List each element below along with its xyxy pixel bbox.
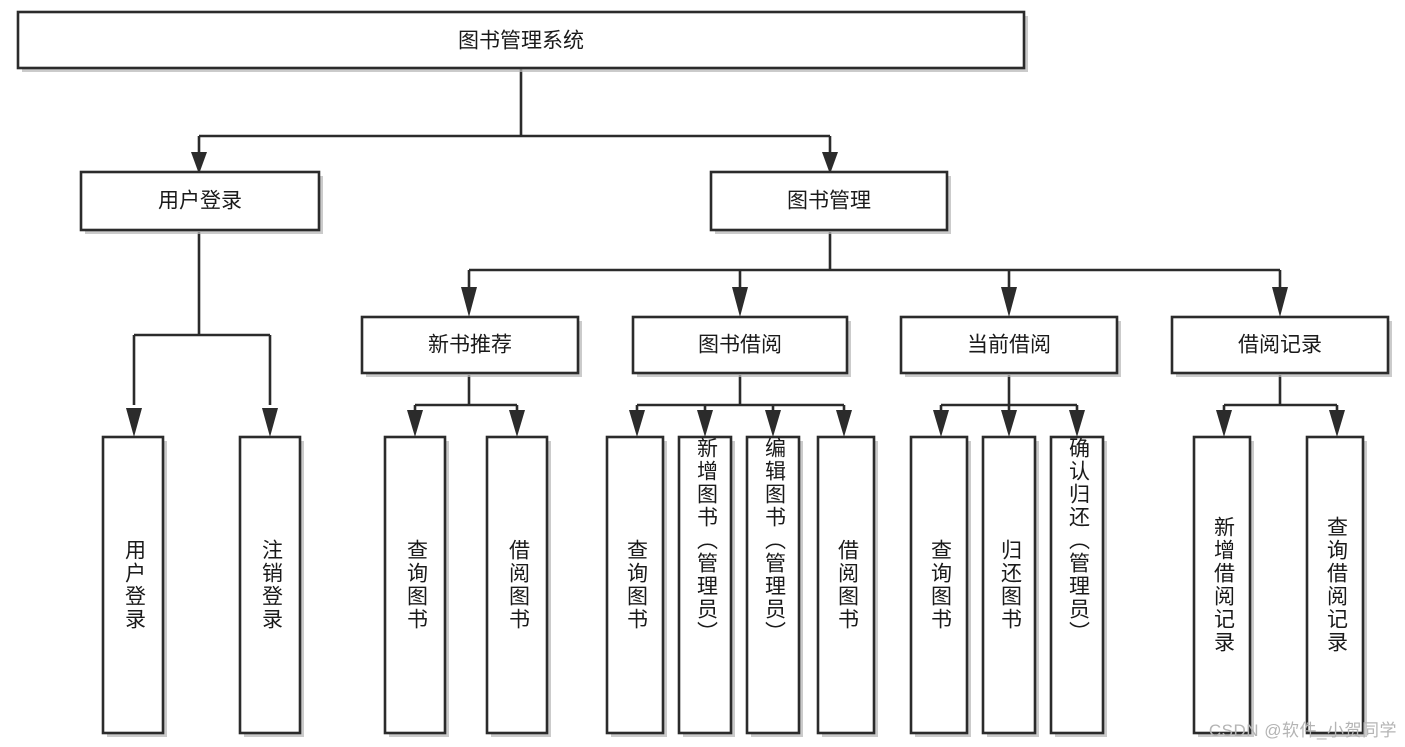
- node-user-login-box: [79, 170, 321, 232]
- node-borrow-record-label: 借阅记录: [1238, 334, 1322, 357]
- arrow-to-leaf-add-record: [1216, 410, 1232, 437]
- arrow-to-leaf-edit-book: [765, 410, 781, 437]
- node-leaf-add-record-box: [1192, 435, 1252, 735]
- node-root-box: [16, 10, 1026, 70]
- arrow-to-book-manage: [822, 152, 838, 174]
- arrow-to-leaf-query-record: [1329, 410, 1345, 437]
- node-leaf-confirm-return[interactable]: [1049, 435, 1107, 737]
- leaf-node-group: [101, 435, 1367, 737]
- arrow-to-leaf-borrow-book-1: [509, 410, 525, 437]
- arrow-to-user-login: [191, 152, 207, 174]
- node-book-borrow-label: 图书借阅: [698, 334, 782, 357]
- arrow-to-leaf-add-book: [697, 410, 713, 437]
- node-leaf-query-record[interactable]: [1305, 435, 1367, 737]
- node-book-borrow-box: [631, 315, 849, 375]
- node-leaf-return-book-box: [981, 435, 1037, 735]
- node-user-login-label: 用户登录: [158, 190, 242, 213]
- node-book-manage-box: [709, 170, 949, 232]
- node-borrow-record-box: [1170, 315, 1390, 375]
- arrow-to-book-borrow: [732, 287, 748, 317]
- node-leaf-add-book[interactable]: [677, 435, 735, 737]
- node-book-manage-label: 图书管理: [787, 190, 871, 213]
- arrow-to-leaf-query-book-1: [407, 410, 423, 437]
- node-leaf-query-record-box: [1305, 435, 1365, 735]
- node-leaf-edit-book-box: [745, 435, 801, 735]
- node-book-manage[interactable]: 图书管理: [709, 170, 951, 234]
- node-leaf-borrow-book-1-box: [485, 435, 549, 735]
- node-root[interactable]: 图书管理系统: [16, 10, 1028, 72]
- node-leaf-borrow-book-2-box: [816, 435, 876, 735]
- node-leaf-borrow-book-2[interactable]: [816, 435, 878, 737]
- arrow-to-leaf-borrow-book-2: [836, 410, 852, 437]
- arrow-to-leaf-confirm-return: [1069, 410, 1085, 437]
- node-leaf-query-book-2-box: [605, 435, 665, 735]
- node-leaf-add-book-box: [677, 435, 733, 735]
- arrow-to-leaf-user-login: [126, 408, 142, 437]
- node-root-label: 图书管理系统: [458, 30, 584, 53]
- node-leaf-return-book[interactable]: [981, 435, 1039, 737]
- node-leaf-query-book-1[interactable]: [383, 435, 449, 737]
- node-new-book-recommend[interactable]: 新书推荐: [360, 315, 582, 377]
- node-leaf-edit-book[interactable]: [745, 435, 803, 737]
- node-borrow-record[interactable]: 借阅记录: [1170, 315, 1392, 377]
- node-leaf-query-book-3-box: [909, 435, 969, 735]
- node-new-book-recommend-label: 新书推荐: [428, 334, 512, 357]
- connector-group: [126, 68, 1345, 437]
- arrow-to-current-borrow: [1001, 287, 1017, 317]
- node-current-borrow[interactable]: 当前借阅: [899, 315, 1121, 377]
- node-leaf-logout-login-box: [238, 435, 302, 735]
- node-leaf-logout-login[interactable]: [238, 435, 304, 737]
- node-book-borrow[interactable]: 图书借阅: [631, 315, 851, 377]
- node-user-login[interactable]: 用户登录: [79, 170, 323, 234]
- arrow-to-leaf-return-book: [1001, 410, 1017, 437]
- node-leaf-query-book-2[interactable]: [605, 435, 667, 737]
- node-leaf-user-login[interactable]: [101, 435, 167, 737]
- arrow-to-borrow-record: [1272, 287, 1288, 317]
- arrow-to-leaf-query-book-2: [629, 410, 645, 437]
- arrow-to-new-book-recommend: [461, 287, 477, 317]
- node-leaf-borrow-book-1[interactable]: [485, 435, 551, 737]
- arrow-to-leaf-logout-login: [262, 408, 278, 437]
- node-new-book-recommend-box: [360, 315, 580, 375]
- node-leaf-add-record[interactable]: [1192, 435, 1254, 737]
- node-current-borrow-box: [899, 315, 1119, 375]
- arrow-to-leaf-query-book-3: [933, 410, 949, 437]
- node-leaf-confirm-return-box: [1049, 435, 1105, 735]
- csdn-watermark: CSDN @软件_小贺同学: [1208, 721, 1397, 740]
- node-leaf-user-login-box: [101, 435, 165, 735]
- node-leaf-query-book-3[interactable]: [909, 435, 971, 737]
- node-current-borrow-label: 当前借阅: [967, 334, 1051, 357]
- node-leaf-query-book-1-box: [383, 435, 447, 735]
